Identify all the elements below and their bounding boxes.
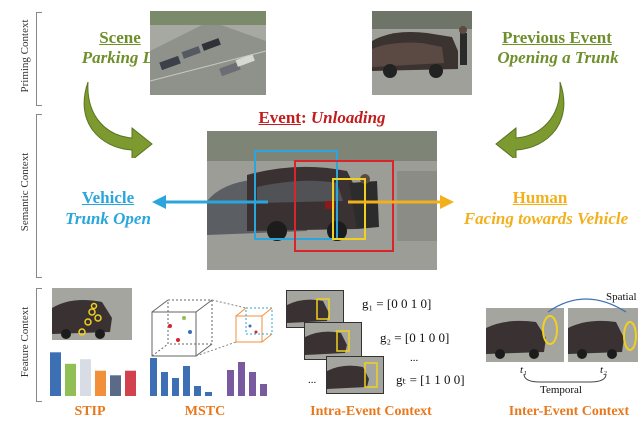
bar bbox=[80, 359, 91, 396]
t1-label: t₁ bbox=[520, 364, 527, 376]
parking-lot-image bbox=[150, 11, 266, 95]
bar bbox=[260, 384, 267, 396]
scene-heading: Scene bbox=[99, 28, 141, 47]
bar bbox=[183, 366, 190, 396]
curved-arrow-left bbox=[83, 81, 153, 158]
inter-event-label: Inter-Event Context bbox=[508, 404, 630, 419]
bar bbox=[50, 352, 61, 396]
intra-frame-1 bbox=[286, 290, 344, 328]
human-box bbox=[332, 178, 366, 240]
equation-dots-1: ... bbox=[410, 352, 419, 364]
bar bbox=[216, 394, 223, 396]
bar bbox=[161, 372, 168, 396]
bar bbox=[194, 386, 201, 396]
bar bbox=[125, 370, 136, 396]
bar bbox=[227, 370, 234, 396]
vehicle-heading: Vehicle bbox=[81, 188, 135, 207]
bar bbox=[95, 370, 106, 396]
semantic-context-label: Semantic Context bbox=[19, 152, 31, 232]
bar bbox=[172, 378, 179, 396]
priming-context-label: Priming Context bbox=[19, 19, 31, 93]
intra-frame-3 bbox=[326, 356, 384, 394]
human-arrow bbox=[348, 195, 454, 209]
bar bbox=[249, 372, 256, 396]
t2-label: t₂ bbox=[600, 364, 607, 376]
spatial-arc bbox=[547, 298, 627, 313]
mstc-cubes bbox=[151, 299, 273, 357]
bar bbox=[238, 362, 245, 396]
trunk-opening-image bbox=[372, 11, 472, 95]
inter-frame-1 bbox=[486, 308, 564, 362]
small-cube bbox=[235, 307, 273, 343]
bar bbox=[150, 358, 157, 396]
curved-arrow-right bbox=[495, 81, 565, 158]
bar bbox=[65, 363, 76, 396]
previous-event-photo bbox=[372, 11, 472, 95]
event-heading: Event bbox=[258, 108, 301, 127]
intra-event-label: Intra-Event Context bbox=[310, 404, 432, 419]
event-separator: : bbox=[300, 108, 307, 127]
human-value: Facing towards Vehicle bbox=[463, 209, 629, 228]
stip-image bbox=[52, 288, 132, 340]
vehicle-value: Trunk Open bbox=[65, 209, 151, 228]
mstc-bars bbox=[150, 358, 267, 396]
bar bbox=[205, 392, 212, 396]
inter-frame-2 bbox=[568, 308, 638, 362]
previous-event-heading: Previous Event bbox=[502, 28, 612, 47]
event-box bbox=[294, 160, 394, 252]
priming-bracket bbox=[36, 12, 42, 106]
equation-dots-2: ... bbox=[308, 374, 317, 386]
stip-bars bbox=[50, 352, 136, 396]
mstc-label: MSTC bbox=[184, 404, 226, 419]
feature-bracket bbox=[36, 288, 42, 402]
temporal-bracket bbox=[523, 373, 607, 383]
event-value: Unloading bbox=[310, 108, 386, 127]
vehicle-arrow bbox=[152, 195, 268, 209]
spatial-label: Spatial bbox=[606, 291, 637, 303]
unloading-image bbox=[207, 131, 437, 270]
scene-photo bbox=[150, 11, 266, 95]
bar bbox=[110, 375, 121, 396]
stip-label: STIP bbox=[74, 404, 106, 419]
previous-event-value: Opening a Trunk bbox=[497, 48, 619, 67]
equation-gt: gₜ = [1 1 0 0] bbox=[396, 372, 465, 387]
equation-g1: g₁ = [0 0 1 0] bbox=[362, 296, 432, 311]
human-heading: Human bbox=[512, 188, 568, 207]
intra-frame-2 bbox=[304, 322, 362, 360]
temporal-label: Temporal bbox=[540, 384, 582, 396]
scene-value: Parking Lot bbox=[81, 48, 167, 67]
stip-photo bbox=[52, 288, 132, 340]
big-cube bbox=[151, 299, 213, 357]
semantic-bracket bbox=[36, 114, 42, 278]
equation-g2: g₂ = [0 1 0 0] bbox=[380, 330, 450, 345]
feature-context-label: Feature Context bbox=[19, 306, 31, 378]
event-title: Event: Unloading bbox=[212, 108, 432, 128]
